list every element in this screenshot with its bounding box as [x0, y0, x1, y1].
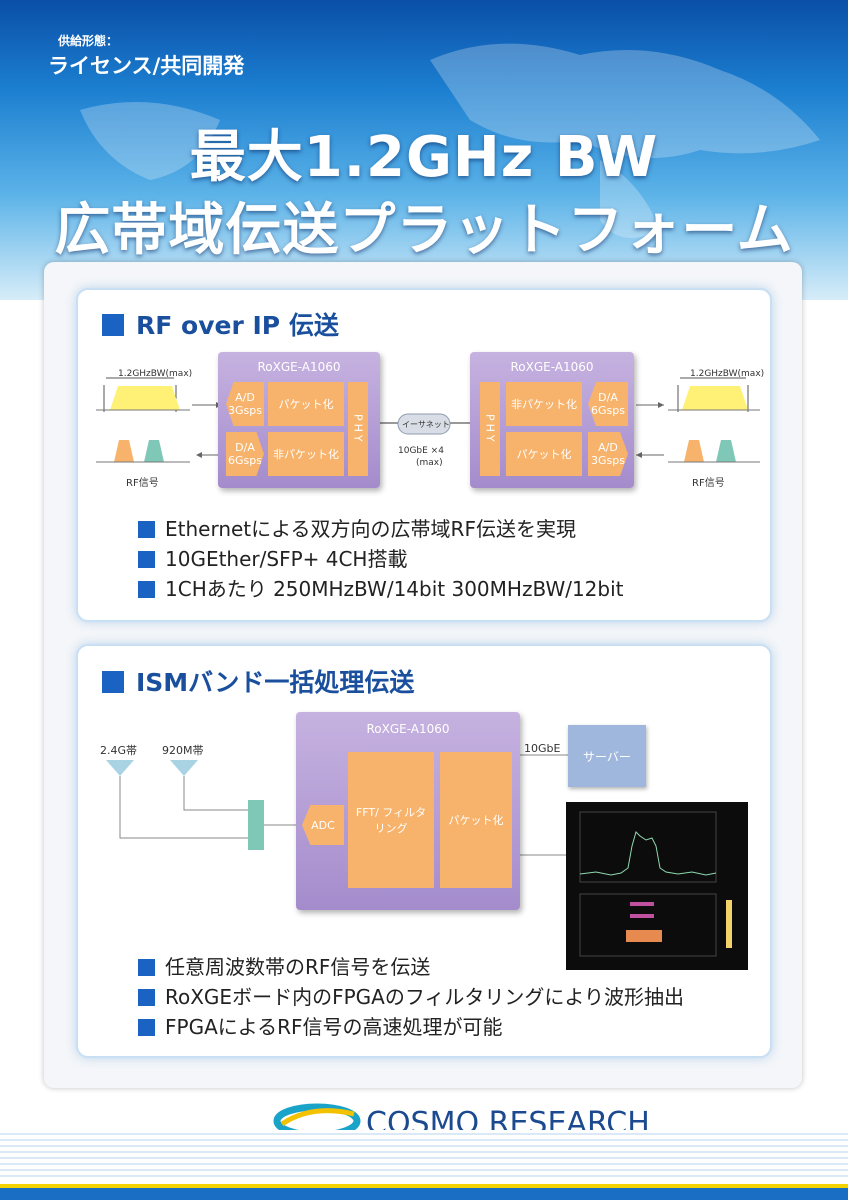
phy-block-right: PHY	[480, 382, 500, 476]
depacketize-block-left: 非パケット化	[268, 432, 344, 476]
server-box: サーバー	[568, 725, 646, 787]
world-map-graphic	[80, 43, 820, 238]
bullet-square-icon	[138, 989, 155, 1006]
spectrum-display	[566, 802, 748, 970]
list-item: Ethernetによる双方向の広帯域RF伝送を実現	[138, 514, 624, 544]
bw-label-left: 1.2GHzBW(max)	[118, 369, 193, 379]
chip-name: RoXGE-A1060	[257, 360, 341, 374]
rf-signal-label-left: RF信号	[126, 478, 159, 489]
packetize-block-ism: パケット化	[440, 752, 512, 888]
footer-stripes	[0, 1130, 848, 1200]
page-title-line2: 広帯域伝送プラットフォーム	[54, 198, 794, 263]
da-block-right: D/A 6Gsps	[588, 382, 628, 426]
chip-name: RoXGE-A1060	[510, 360, 594, 374]
page-title-line1: 最大1.2GHz BW	[189, 125, 659, 190]
da-block-left: D/A 6Gsps	[226, 432, 264, 476]
supply-value: ライセンス/共同開発	[48, 54, 245, 78]
phy-block-left: PHY	[348, 382, 368, 476]
band-label-2-4g: 2.4G帯	[100, 744, 138, 757]
list-item: FPGAによるRF信号の高速処理が可能	[138, 1012, 684, 1042]
spectrum-graph	[579, 811, 732, 957]
depacketize-block-right: 非パケット化	[506, 382, 582, 426]
supply-label: 供給形態：	[58, 34, 119, 48]
ad-block-left: A/D 3Gsps	[226, 382, 264, 426]
link-label: 10GbE ×4	[398, 446, 444, 456]
packetize-block-right: パケット化	[506, 432, 582, 476]
rf-signal-label-right: RF信号	[692, 478, 725, 489]
list-item: 任意周波数帯のRF信号を伝送	[138, 952, 684, 982]
packetize-block-left: パケット化	[268, 382, 344, 426]
list-item: RoXGEボード内のFPGAのフィルタリングにより波形抽出	[138, 982, 684, 1012]
rf-over-ip-bullets: Ethernetによる双方向の広帯域RF伝送を実現 10GEther/SFP+ …	[138, 514, 624, 604]
ethernet-label: イーサネット	[402, 420, 450, 429]
chip-name: RoXGE-A1060	[366, 722, 450, 736]
bullet-square-icon	[138, 581, 155, 598]
link-max-label: (max)	[416, 458, 443, 468]
link-label-ism: 10GbE	[524, 742, 561, 755]
heading-square-icon	[102, 314, 124, 336]
fft-filter-block: FFT/ フィルタリング	[348, 752, 434, 888]
list-item: 1CHあたり 250MHzBW/14bit 300MHzBW/12bit	[138, 574, 624, 604]
ism-heading: ISMバンド一括処理伝送	[102, 663, 414, 699]
band-label-920m: 920M帯	[162, 744, 204, 757]
list-item: 10GEther/SFP+ 4CH搭載	[138, 544, 624, 574]
adc-block: ADC	[302, 805, 344, 845]
ism-bullets: 任意周波数帯のRF信号を伝送 RoXGEボード内のFPGAのフィルタリングにより…	[138, 952, 684, 1042]
header-background	[0, 0, 848, 300]
bw-label-right: 1.2GHzBW(max)	[690, 369, 765, 379]
bullet-square-icon	[138, 551, 155, 568]
bullet-square-icon	[138, 521, 155, 538]
bullet-square-icon	[138, 1019, 155, 1036]
ad-block-right: A/D 3Gsps	[588, 432, 628, 476]
bullet-square-icon	[138, 959, 155, 976]
rf-over-ip-heading: RF over IP 伝送	[102, 306, 339, 342]
heading-square-icon	[102, 671, 124, 693]
